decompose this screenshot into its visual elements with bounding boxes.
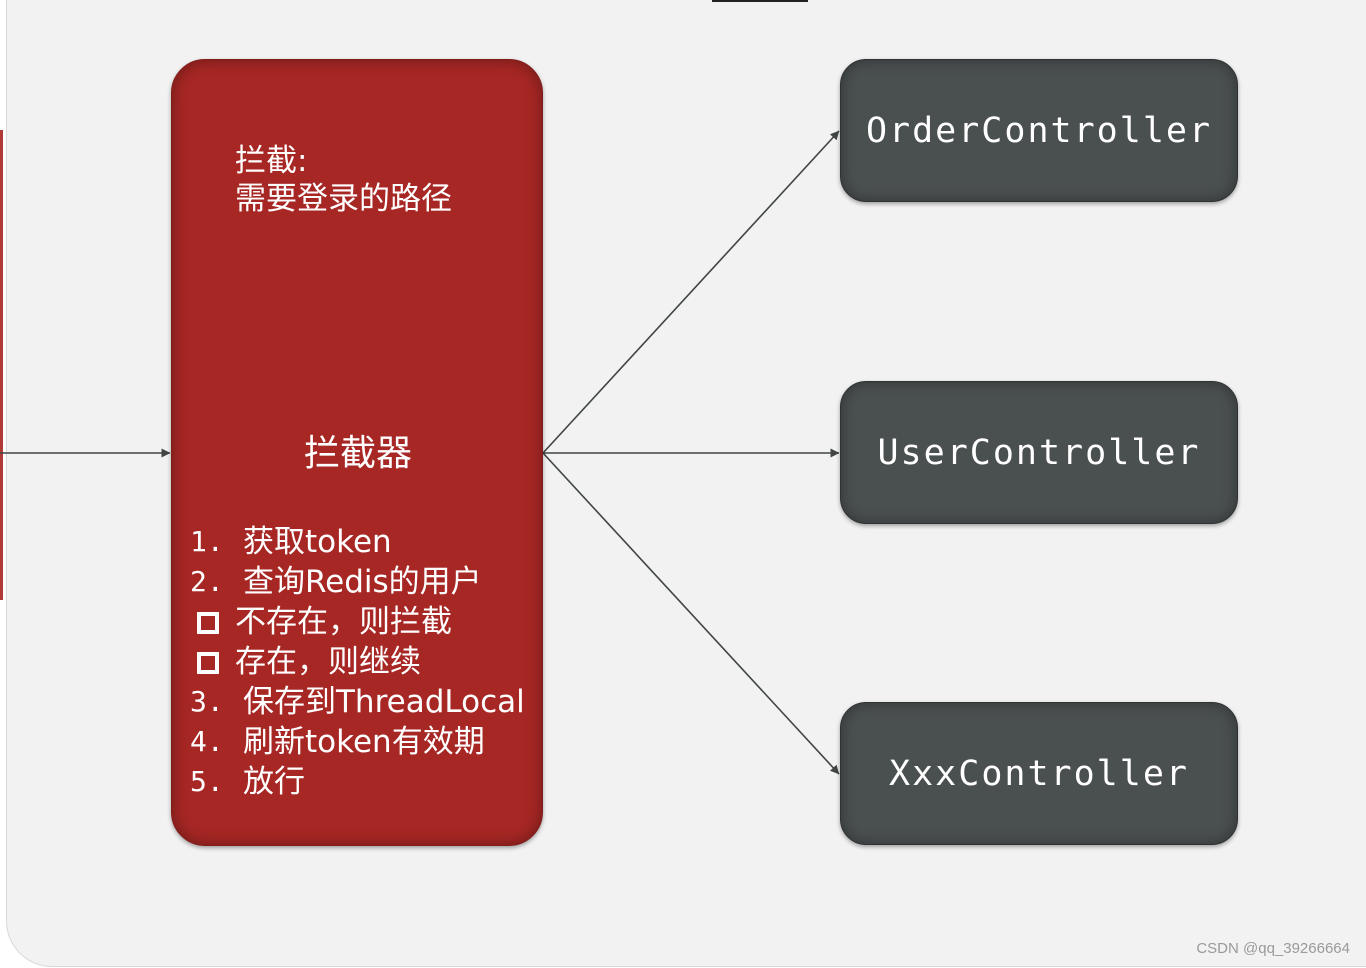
- sub-step-text: 不存在，则拦截: [235, 604, 452, 640]
- controller-label: UserController: [877, 433, 1201, 473]
- controller-label: OrderController: [865, 111, 1213, 151]
- step-text: 保存到ThreadLocal: [243, 684, 525, 720]
- square-bullet-icon: [197, 652, 219, 674]
- step-number: 2.: [190, 565, 224, 598]
- controller-label: XxxController: [889, 754, 1189, 794]
- interceptor-box: 拦截: 需要登录的路径 拦截器 1. 获取token 2. 查询Redis的用户…: [171, 59, 543, 846]
- step-item: 5. 放行: [190, 762, 542, 802]
- step-number: 4.: [190, 725, 224, 758]
- intercept-note-line: 拦截:: [235, 143, 308, 179]
- step-number: 5.: [190, 765, 224, 798]
- watermark: CSDN @qq_39266664: [1196, 940, 1350, 957]
- order-controller-box: OrderController: [840, 59, 1238, 202]
- step-text: 查询Redis的用户: [243, 564, 482, 600]
- xxx-controller-box: XxxController: [840, 702, 1238, 845]
- sub-step-item: 不存在，则拦截: [190, 602, 542, 642]
- left-edge-strip: [0, 130, 3, 600]
- top-edge-mark: [712, 0, 808, 2]
- user-controller-box: UserController: [840, 381, 1238, 524]
- arrow-to-xxx-controller: [542, 452, 840, 775]
- step-item: 4. 刷新token有效期: [190, 722, 542, 762]
- interceptor-title: 拦截器: [303, 433, 412, 474]
- sub-step-text: 存在，则继续: [235, 644, 421, 680]
- sub-step-item: 存在，则继续: [190, 642, 542, 682]
- square-bullet-icon: [197, 612, 219, 634]
- step-text: 获取token: [243, 524, 392, 560]
- arrow-to-order-controller: [542, 130, 840, 454]
- step-item: 2. 查询Redis的用户: [190, 562, 542, 602]
- step-text: 刷新token有效期: [243, 724, 485, 760]
- intercept-note-line: 需要登录的路径: [235, 181, 452, 217]
- step-item: 3. 保存到ThreadLocal: [190, 682, 542, 722]
- step-item: 1. 获取token: [190, 522, 542, 562]
- intercept-scope-note: 拦截: 需要登录的路径: [235, 142, 535, 218]
- step-text: 放行: [243, 764, 305, 800]
- step-number: 3.: [190, 685, 224, 718]
- step-number: 1.: [190, 525, 224, 558]
- interceptor-steps: 1. 获取token 2. 查询Redis的用户 不存在，则拦截 存在，则继续 …: [190, 522, 542, 802]
